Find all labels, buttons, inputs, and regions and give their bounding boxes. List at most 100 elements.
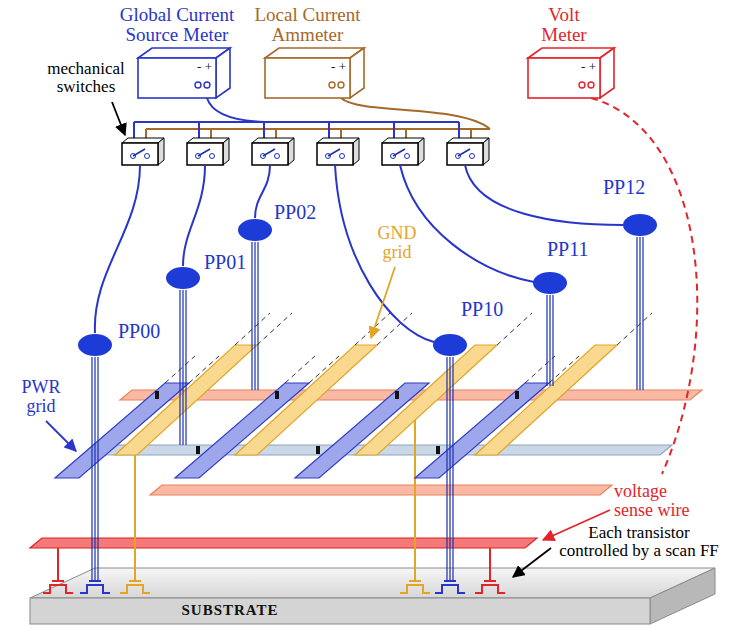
mechanical-switch: [340, 154, 345, 159]
pad-via-stack: [546, 295, 547, 386]
pad-shape: [166, 266, 200, 290]
pad-label: PP10: [461, 299, 503, 320]
probe-pad: PP01: [166, 266, 200, 290]
leader-arrow: [371, 267, 395, 338]
pad-via-stack: [452, 357, 453, 581]
via-mark: [436, 446, 440, 454]
meter-box: Volt Meter- +: [528, 58, 600, 98]
meter-terminal: [204, 82, 210, 88]
mechanical-switch: [458, 122, 460, 140]
mechanical-switch: [210, 154, 215, 159]
substrate-slab: [30, 598, 650, 624]
transistor-symbol: [409, 580, 421, 582]
switch-bus: [134, 121, 459, 123]
substrate-label: SUBSTRATE: [150, 603, 310, 619]
probe-pad-ellipse: [166, 267, 200, 289]
pad-via-stack: [636, 237, 637, 390]
meter-title: Volt Meter: [533, 5, 595, 45]
meter-terminal: [195, 82, 201, 88]
grid-continuation: [617, 313, 652, 345]
probe-pad-ellipse: [533, 272, 567, 294]
metal-rail: [30, 538, 537, 548]
leader-arrow: [46, 421, 76, 451]
probe-pad-ellipse: [623, 214, 657, 236]
pad-via-stack: [94, 357, 95, 581]
grid-continuation: [189, 356, 219, 383]
probe-pad-ellipse: [238, 219, 272, 241]
mechanical-switch: [187, 143, 223, 165]
mechanical-switch: [187, 122, 229, 165]
via-mark: [155, 391, 159, 399]
transistor-symbol: [400, 585, 430, 593]
pad-via-stack: [552, 295, 553, 386]
metal-rail: [150, 485, 612, 495]
meter-title: Global Current Source Meter: [107, 5, 247, 45]
mechanical-switch: [252, 122, 294, 165]
meter-case-side: [600, 48, 614, 98]
meter-box: Local Current Ammeter- +: [265, 58, 350, 98]
pad-shape: [78, 333, 112, 357]
mechanical-switch: [263, 122, 265, 140]
transistor-symbol: [120, 585, 150, 593]
terminal-signs: - +: [581, 60, 596, 74]
mechanical-switch: [382, 122, 424, 165]
mechanical-switch: [198, 122, 200, 140]
transistor-symbol: [475, 585, 505, 593]
meter-case: [528, 48, 616, 100]
probe-wire: [400, 165, 534, 282]
pad-via-stack: [251, 242, 252, 390]
probe-pad: PP00: [78, 333, 112, 357]
transistor-symbol: [484, 580, 496, 582]
probe-wire: [95, 165, 623, 342]
meter-terminal: [338, 82, 344, 88]
grid-continuation: [257, 313, 292, 345]
transistor-riser: [57, 548, 59, 581]
probe-wire: [335, 165, 434, 342]
substrate-slab: [30, 568, 715, 624]
substrate-slab: [650, 568, 715, 624]
meter-title: Local Current Ammeter: [243, 5, 373, 45]
substrate-slab: [30, 568, 715, 598]
mechanical-switch: [288, 138, 294, 165]
via-mark: [316, 446, 320, 454]
probe-pad: PP10: [433, 333, 467, 357]
via-mark: [155, 391, 519, 454]
pad-via-stack: [642, 237, 643, 390]
grid-continuation: [165, 356, 195, 383]
grid-continuation: [549, 356, 579, 383]
pad-label: PP11: [547, 239, 589, 260]
mechanical-switch: [393, 149, 405, 156]
pad-shape: [623, 213, 657, 237]
meter-wire: [207, 98, 697, 474]
mechanical-switch: [353, 138, 359, 165]
transistor-symbol: [435, 585, 465, 593]
meter-wire: [207, 98, 265, 122]
pad-label: PP01: [204, 252, 246, 273]
mechanical-switch: [133, 149, 145, 156]
pad-via-stack: [92, 237, 643, 581]
mechanical-switch: [122, 122, 164, 165]
pad-shape: [433, 333, 467, 357]
mechanical-switch: [252, 143, 288, 165]
gnd-grid-label: GND grid: [372, 224, 422, 262]
pad-label: PP02: [274, 202, 316, 223]
gnd-grid-bar: [235, 345, 377, 455]
grid-continuation: [525, 356, 555, 383]
leader-arrow: [46, 102, 610, 577]
meter-case-side: [350, 48, 364, 98]
pad-shape: [533, 271, 567, 295]
gnd-grid-bar: [355, 345, 497, 455]
transistor-symbol: [43, 585, 73, 593]
sense-wire-label: voltage sense wire: [614, 482, 704, 520]
transistor-symbol: [43, 581, 505, 593]
probe-pad: PP11: [533, 271, 567, 295]
pad-shape: [238, 218, 272, 242]
mechanical-switch: [263, 149, 275, 156]
mechanical-switch: [418, 138, 424, 165]
probe-pad: PP02: [238, 218, 272, 242]
mechanical-switch: [328, 122, 330, 140]
transistor-riser: [134, 440, 136, 581]
gnd-grid-bar: [475, 345, 617, 455]
transistor-note: Each transistor controlled by a scan FF: [555, 524, 723, 560]
meter-wire: [341, 98, 490, 129]
